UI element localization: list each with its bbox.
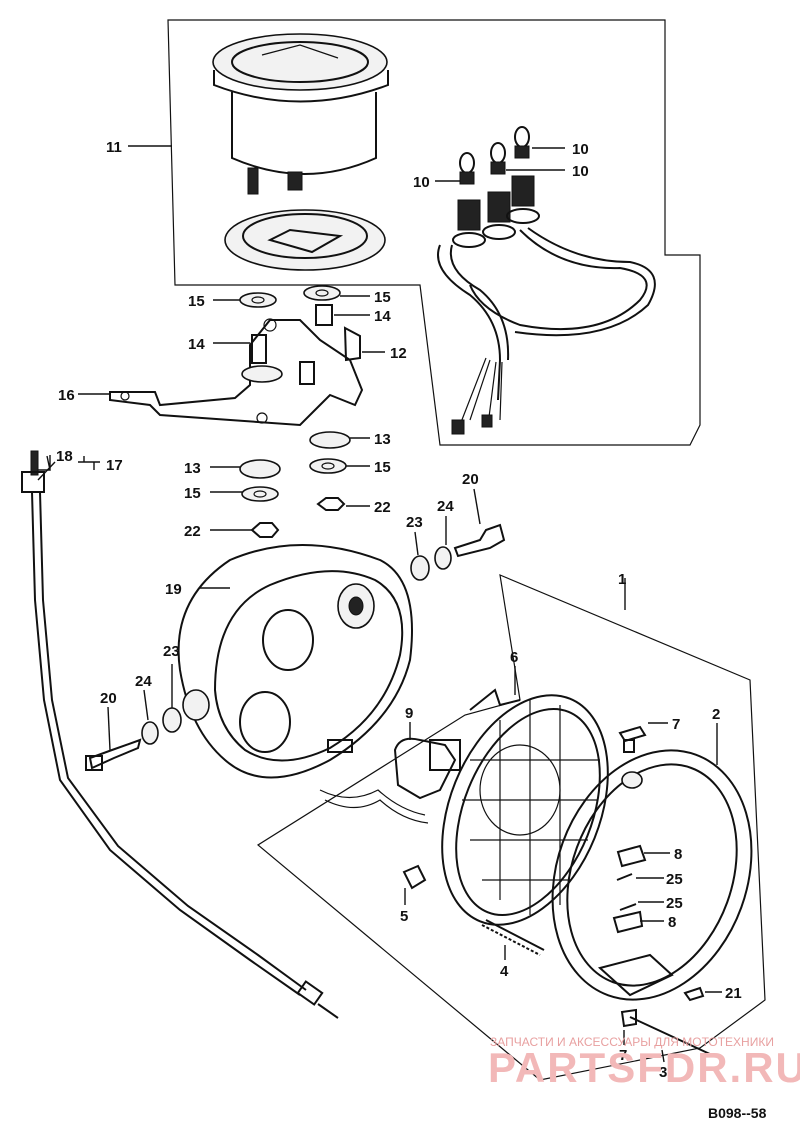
callout-14-right: 14 xyxy=(374,308,391,325)
callout-17: 17 xyxy=(106,457,123,474)
callout-25-top: 25 xyxy=(666,871,683,888)
callout-13-left: 13 xyxy=(184,460,201,477)
callout-10-middle: 10 xyxy=(572,163,589,180)
callout-21: 21 xyxy=(725,985,742,1002)
callout-15-lower-right: 15 xyxy=(374,459,391,476)
callout-2: 2 xyxy=(712,706,720,723)
watermark: ЗАПЧАСТИ И АКСЕССУАРЫ ДЛЯ МОТОТЕХНИКИ PA… xyxy=(488,1035,800,1091)
callout-4: 4 xyxy=(500,963,509,980)
callout-22-left: 22 xyxy=(184,523,201,540)
case-mounting-bolts xyxy=(85,523,506,771)
callout-7-bottom: 7 xyxy=(619,1047,627,1064)
callout-22-right: 22 xyxy=(374,499,391,516)
callout-labels: 11 10 10 10 15 15 14 14 12 16 13 18 17 1… xyxy=(56,139,742,1081)
callout-15-left: 15 xyxy=(188,293,205,310)
callout-24-top: 24 xyxy=(437,498,454,515)
callout-8-top: 8 xyxy=(674,846,682,863)
rubber-grommets-washers xyxy=(239,431,351,538)
diagram-code: B098--58 xyxy=(708,1105,767,1121)
callout-3: 3 xyxy=(659,1064,667,1081)
callout-leaders xyxy=(37,145,722,1063)
callout-24-left: 24 xyxy=(135,673,152,690)
speedometer-case-cover xyxy=(224,209,386,271)
indicator-bulbs xyxy=(459,126,530,185)
adjusting-screws-and-springs xyxy=(402,725,713,1056)
speedometer-assembly xyxy=(212,33,389,195)
callout-12: 12 xyxy=(390,345,407,362)
callout-1: 1 xyxy=(618,571,626,588)
meter-bracket xyxy=(109,318,364,427)
callout-14-left: 14 xyxy=(188,336,205,353)
callout-11: 11 xyxy=(106,139,122,156)
callout-25-bottom: 25 xyxy=(666,895,683,912)
callout-10-left: 10 xyxy=(413,174,430,191)
callout-23-top: 23 xyxy=(406,514,423,531)
headlight-rim xyxy=(551,749,753,1001)
callout-20-top: 20 xyxy=(462,471,479,488)
watermark-brand: PARTSFDR.RU xyxy=(488,1044,800,1091)
speedometer-group-frame xyxy=(167,19,701,446)
callout-6: 6 xyxy=(510,649,518,666)
callout-8-bottom: 8 xyxy=(668,914,676,931)
headlight-case xyxy=(177,544,413,779)
bulb-sockets-harness xyxy=(437,175,656,435)
callout-7-top: 7 xyxy=(672,716,680,733)
callout-10-top: 10 xyxy=(572,141,589,158)
watermark-tagline: ЗАПЧАСТИ И АКСЕССУАРЫ ДЛЯ МОТОТЕХНИКИ xyxy=(490,1035,774,1049)
sealed-beam-unit xyxy=(441,688,609,926)
callout-9: 9 xyxy=(405,705,413,722)
callout-23-left: 23 xyxy=(163,643,180,660)
callout-18: 18 xyxy=(56,448,73,465)
callout-15-right: 15 xyxy=(374,289,391,306)
callout-15-lower-left: 15 xyxy=(184,485,201,502)
bracket-mounting-hardware xyxy=(239,285,361,385)
callout-16: 16 xyxy=(58,387,75,404)
callout-5: 5 xyxy=(400,908,408,925)
callout-13-right: 13 xyxy=(374,431,391,448)
headlight-socket xyxy=(319,737,461,824)
callout-19: 19 xyxy=(165,581,182,598)
speedometer-cable xyxy=(21,450,339,1019)
callout-20-left: 20 xyxy=(100,690,117,707)
